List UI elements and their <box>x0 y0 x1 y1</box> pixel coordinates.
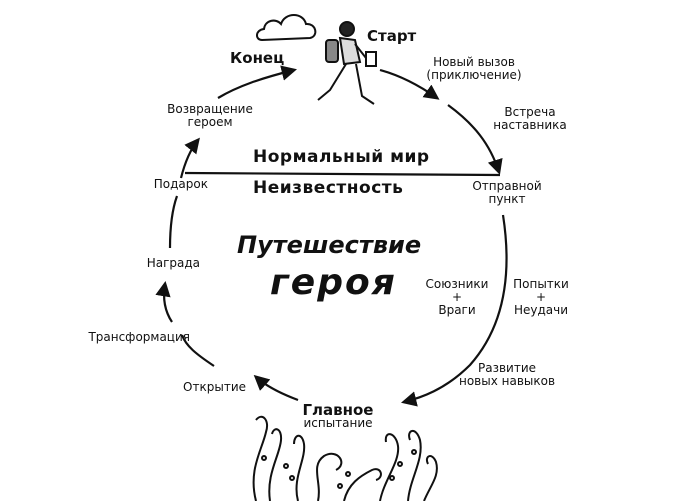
stage-trials-line1: Попытки <box>513 277 569 291</box>
stage-ordeal-line2: испытание <box>303 416 373 430</box>
stage-return: Возвращение героем <box>156 103 264 129</box>
stage-revelation: Открытие <box>183 380 246 394</box>
title-line-1: Путешествие <box>237 231 422 259</box>
unknown-label: Неизвестность <box>253 178 404 198</box>
arc-ordeal-to-revelation <box>253 374 299 402</box>
stage-skills-line2: новых навыков <box>458 374 556 388</box>
cloud-icon <box>256 14 317 42</box>
stage-allies-line2: Враги <box>438 303 476 317</box>
stage-allies: Союзники + Враги <box>420 278 494 317</box>
stage-mentor: Встреча наставника <box>484 106 576 132</box>
stage-return-line2: героем <box>187 115 233 129</box>
ordinary-world-label: Нормальный мир <box>253 147 430 167</box>
tentacles-illustration <box>252 415 438 501</box>
hiker-icon <box>317 21 377 105</box>
stage-allies-plus: + <box>451 290 463 304</box>
stage-skills-line1: Развитие <box>477 361 536 375</box>
arc-call-to-threshold <box>447 104 503 175</box>
threshold-line <box>184 171 501 177</box>
stage-start: Старт <box>367 27 417 45</box>
stage-mentor-line2: наставника <box>493 118 567 132</box>
arc-reward-to-gift <box>168 195 179 249</box>
title-line-2: героя <box>270 262 397 303</box>
stage-trials-line2: Неудачи <box>513 303 569 317</box>
arc-return-to-end <box>217 65 297 99</box>
arc-threshold-to-ordeal <box>401 214 508 407</box>
arc-transformation-to-reward <box>155 280 173 323</box>
stage-trials: Попытки + Неудачи <box>504 278 578 317</box>
stage-threshold-line2: пункт <box>488 192 526 206</box>
stage-return-line1: Возвращение <box>167 102 253 116</box>
stage-ordeal: Главное испытание <box>290 401 386 430</box>
stage-call-line2: (приключение) <box>426 68 522 82</box>
stage-allies-line1: Союзники <box>425 277 489 291</box>
arc-gift-to-return <box>179 137 200 179</box>
stage-ordeal-line1: Главное <box>302 401 374 419</box>
arc-revelation-to-transformation <box>180 334 215 367</box>
stage-gift: Подарок <box>153 177 208 191</box>
stage-threshold-line1: Отправной <box>472 179 542 193</box>
stage-mentor-line1: Встреча <box>504 105 556 119</box>
stage-trials-plus: + <box>535 290 547 304</box>
arc-start-to-call <box>379 68 440 100</box>
stage-end: Конец <box>230 49 285 67</box>
stage-skills: Развитие новых навыков <box>448 362 566 388</box>
stage-reward: Награда <box>146 256 200 270</box>
stage-threshold: Отправной пункт <box>461 180 553 206</box>
stage-transformation: Трансформация <box>88 330 190 344</box>
stage-call-line1: Новый вызов <box>433 55 515 69</box>
stage-call: Новый вызов (приключение) <box>418 56 530 82</box>
